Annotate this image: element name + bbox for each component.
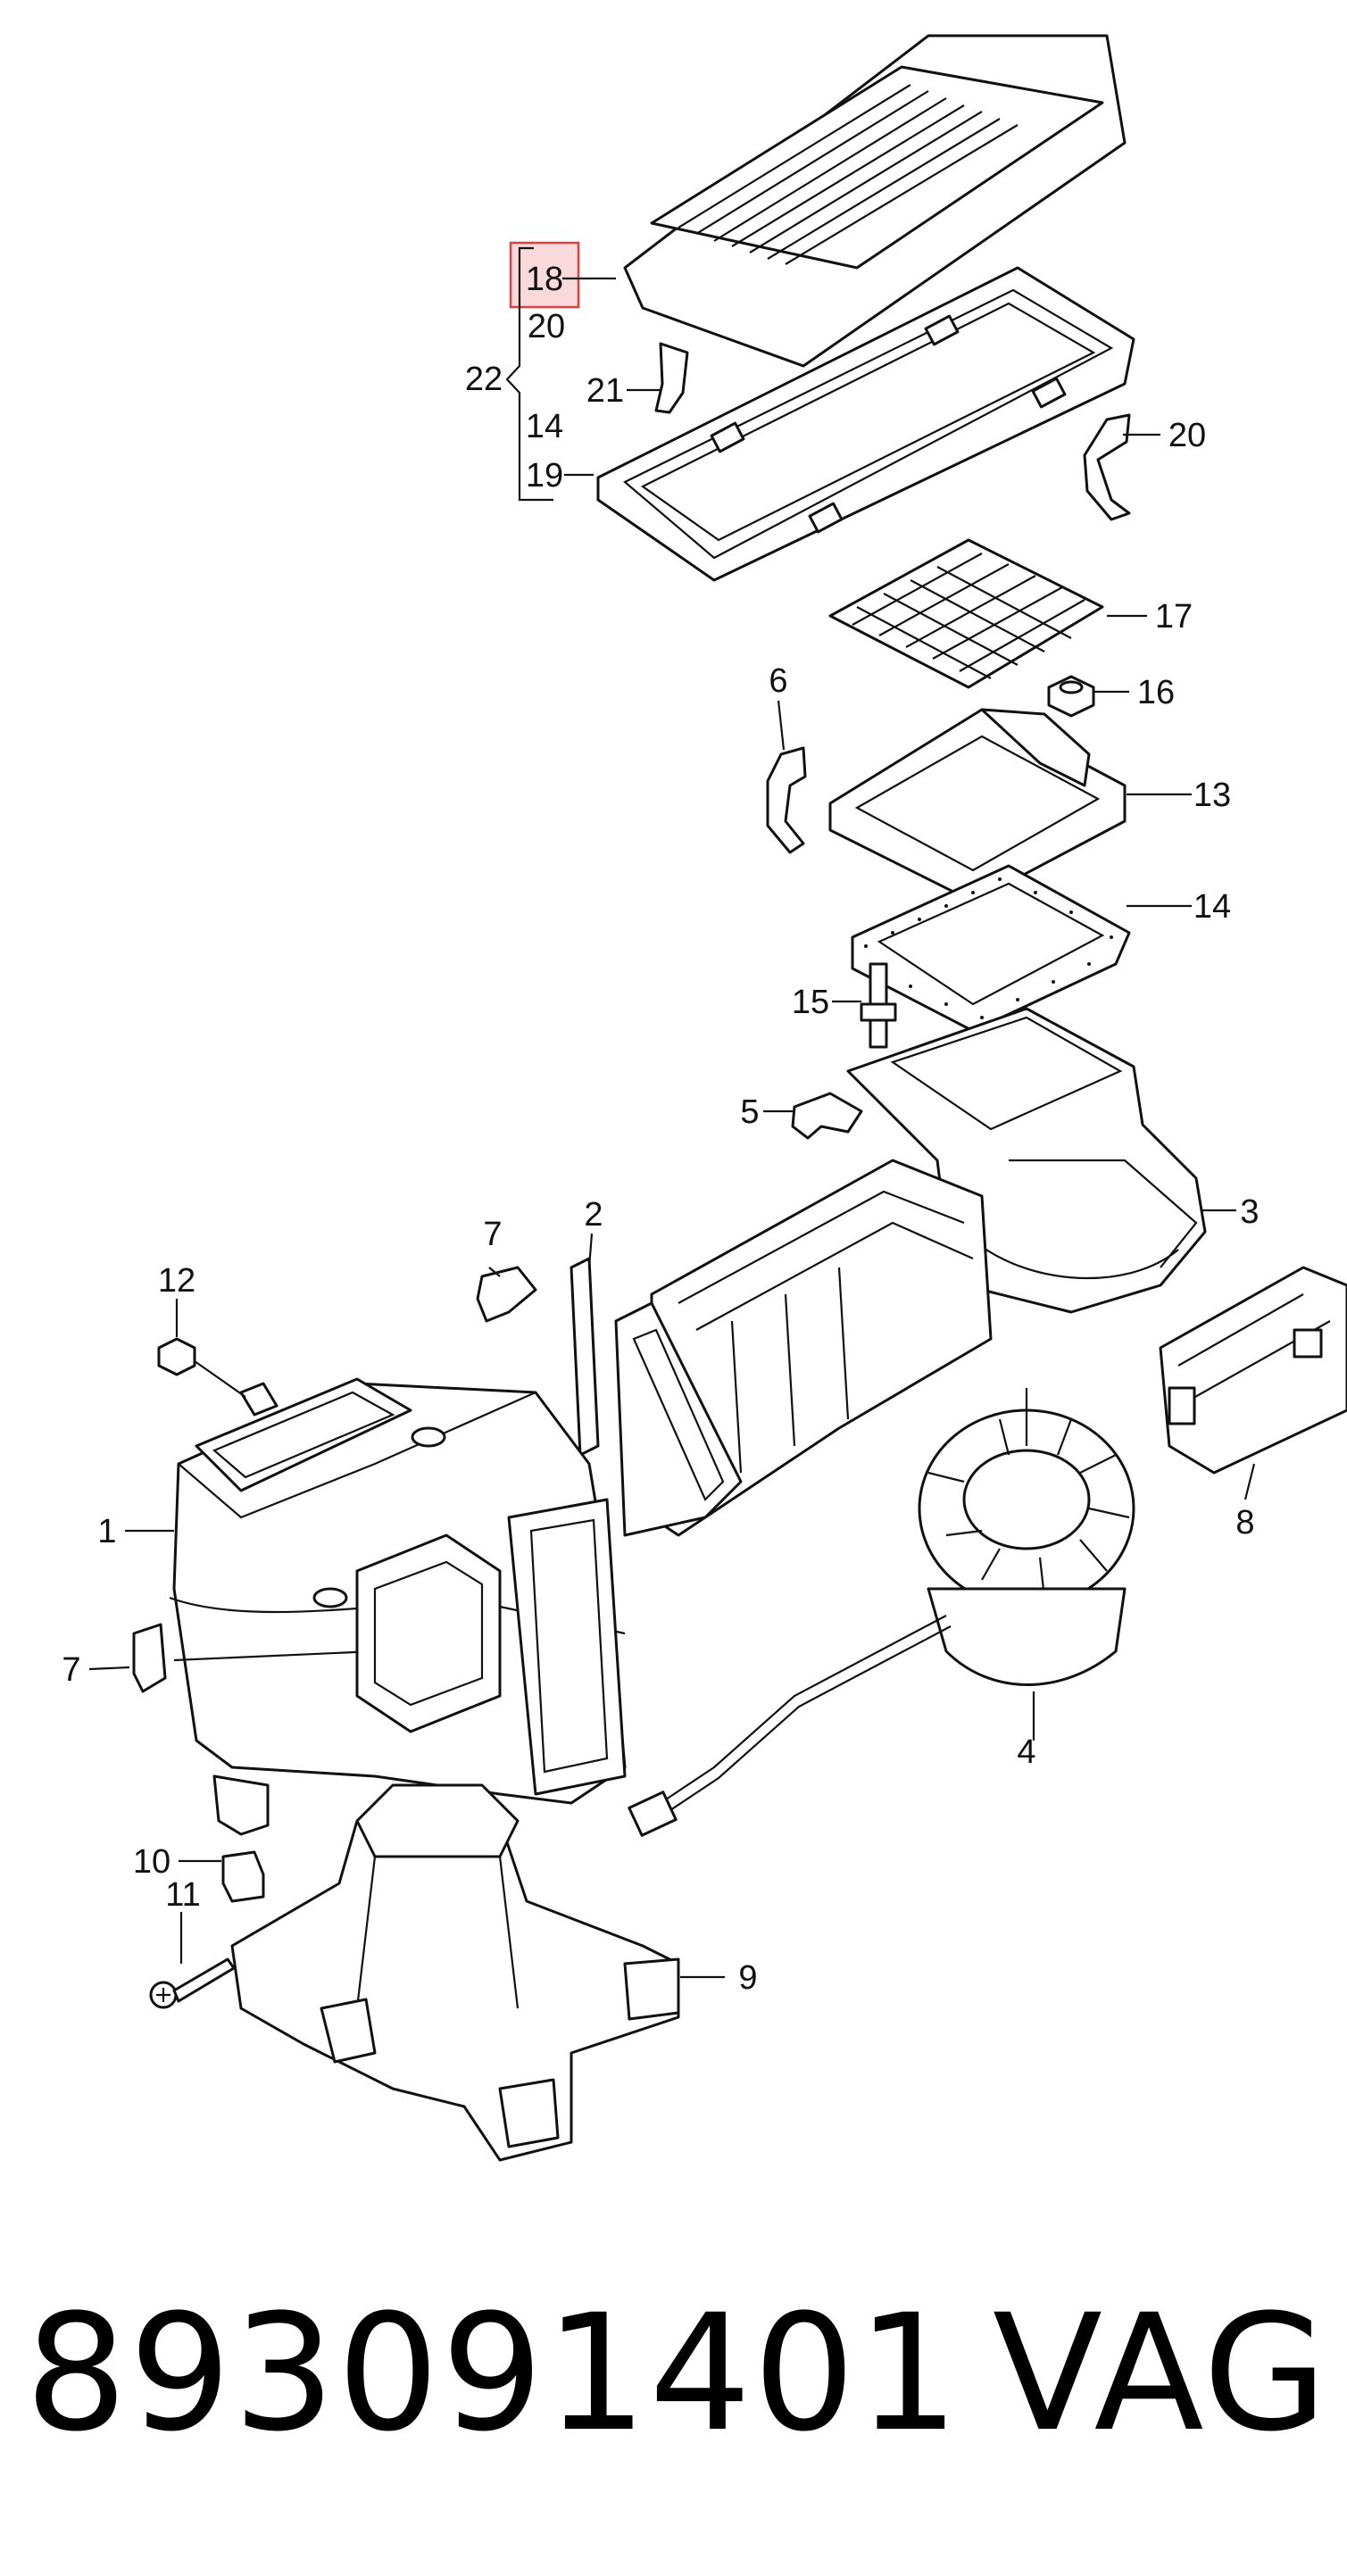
part-5-clip <box>791 1092 863 1140</box>
callout-8: 8 <box>1235 1504 1254 1541</box>
part-6-clip <box>766 746 807 854</box>
part-9-floor-duct <box>230 1783 680 2162</box>
part-18-filter-cover <box>623 34 1127 368</box>
part-11-screw <box>149 1957 236 2009</box>
callout-1: 1 <box>97 1513 116 1550</box>
callout-7-top: 7 <box>483 1216 502 1253</box>
part-16-nut <box>1047 675 1095 718</box>
part-2-air-duct <box>570 1159 993 1537</box>
brand-name: VAG <box>992 2281 1329 2467</box>
callout-14-top: 14 <box>526 408 563 445</box>
callout-10: 10 <box>133 1843 170 1881</box>
part-10-clip <box>221 1850 265 1903</box>
callout-15: 15 <box>792 984 829 1021</box>
callout-2: 2 <box>584 1196 603 1234</box>
part-14-gasket <box>851 864 1131 1033</box>
callout-21: 21 <box>586 372 624 410</box>
part-20-clip <box>1083 413 1131 521</box>
callout-22: 22 <box>465 361 503 398</box>
callout-13: 13 <box>1193 777 1231 814</box>
callout-5: 5 <box>740 1093 759 1131</box>
callout-3: 3 <box>1240 1193 1259 1231</box>
callout-6: 6 <box>769 662 787 700</box>
part-7-clip-lower <box>132 1623 167 1693</box>
group-bracket-22 <box>505 246 553 502</box>
part-7-clip-upper <box>476 1266 537 1323</box>
callout-16: 16 <box>1137 674 1175 711</box>
part-8-resistor-module <box>1159 1266 1347 1475</box>
part-3-blower-housing <box>846 1007 1207 1314</box>
part-12-bolt <box>157 1337 279 1417</box>
part-15-screw <box>860 962 897 1049</box>
callout-12: 12 <box>158 1262 195 1300</box>
part-1-heater-box <box>169 1377 627 1836</box>
callout-9: 9 <box>738 1959 757 1997</box>
callout-17: 17 <box>1155 598 1193 636</box>
callout-labels: 18 20 22 21 14 19 20 17 16 6 13 14 15 5 … <box>62 261 1259 1997</box>
part-17-mesh-screen <box>828 538 1104 689</box>
leader-lines <box>88 277 1256 1979</box>
callout-4: 4 <box>1017 1733 1035 1771</box>
callout-20: 20 <box>1168 417 1206 454</box>
callout-19: 19 <box>526 457 563 494</box>
highlight-box-18 <box>509 241 580 309</box>
part-19-seal-frame <box>596 266 1135 582</box>
callout-14: 14 <box>1193 888 1231 926</box>
callout-7: 7 <box>62 1651 80 1689</box>
callout-11: 11 <box>165 1876 200 1914</box>
part-21-clip <box>654 342 689 414</box>
part-4-blower-motor <box>918 1388 1135 1686</box>
part-13-housing-top <box>828 708 1127 903</box>
callout-18: 18 <box>526 261 563 298</box>
callout-20-top: 20 <box>528 308 565 345</box>
part-number: 893091401 <box>25 2281 961 2467</box>
part-4-wire-harness <box>628 1615 952 1837</box>
